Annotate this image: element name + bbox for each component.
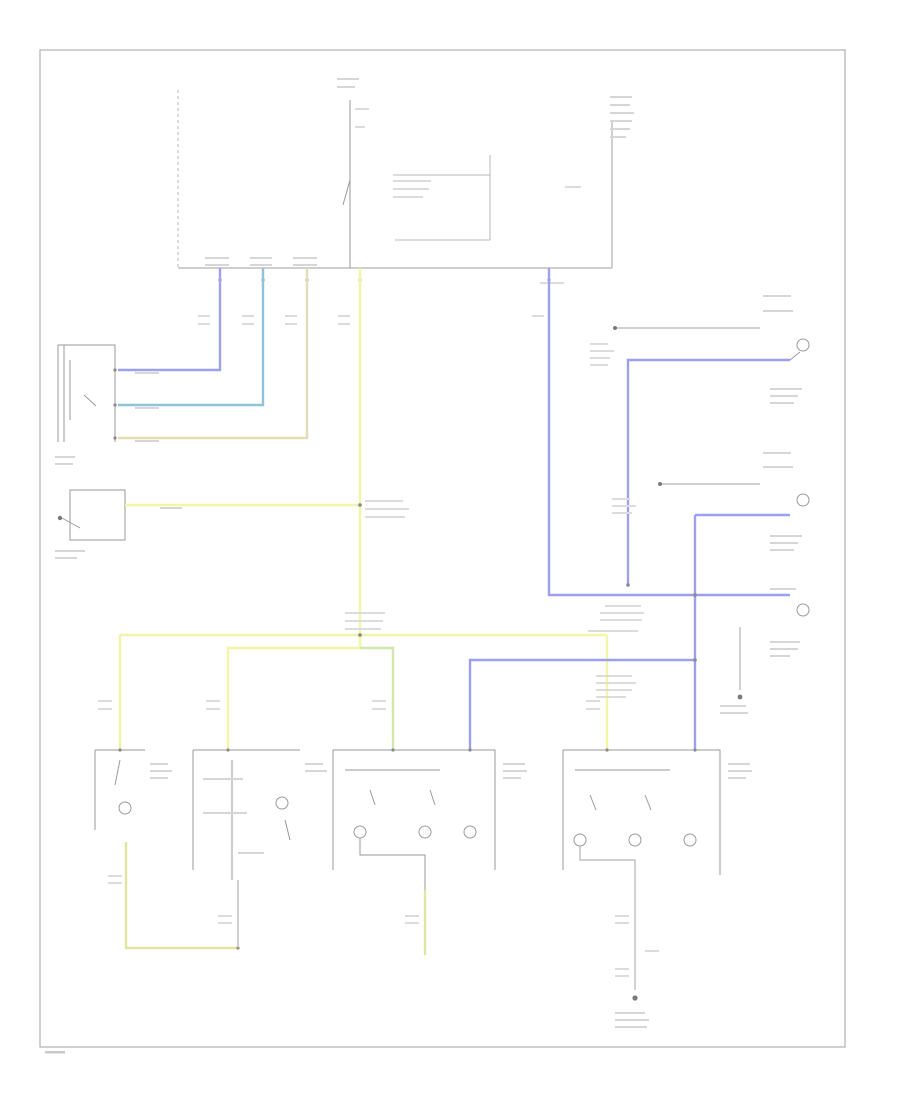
dimmer-sensor: [55, 489, 126, 559]
wire-ltgn-return: [124, 842, 238, 950]
diagram-border: [39, 49, 846, 1048]
wire-blu-drop: [468, 658, 695, 750]
wire-blu-1: [118, 268, 222, 372]
wire-blu-main: [547, 268, 695, 597]
wire-blu-lamp1: [626, 358, 790, 585]
wire-ylw-drop-2: [226, 635, 362, 750]
smart-junction-box: [177, 78, 634, 269]
wire-ltgn-drop: [360, 646, 395, 750]
wire-ltbl: [118, 268, 265, 407]
wire-tan: [118, 268, 309, 440]
bottom-lamp-4: [562, 749, 752, 1028]
bottom-lamp-3: [332, 749, 527, 890]
bottom-lamp-1: [94, 749, 172, 830]
headlamp-switch: [55, 344, 117, 465]
right-lamps: [588, 295, 810, 714]
bottom-lamp-2: [192, 749, 327, 880]
